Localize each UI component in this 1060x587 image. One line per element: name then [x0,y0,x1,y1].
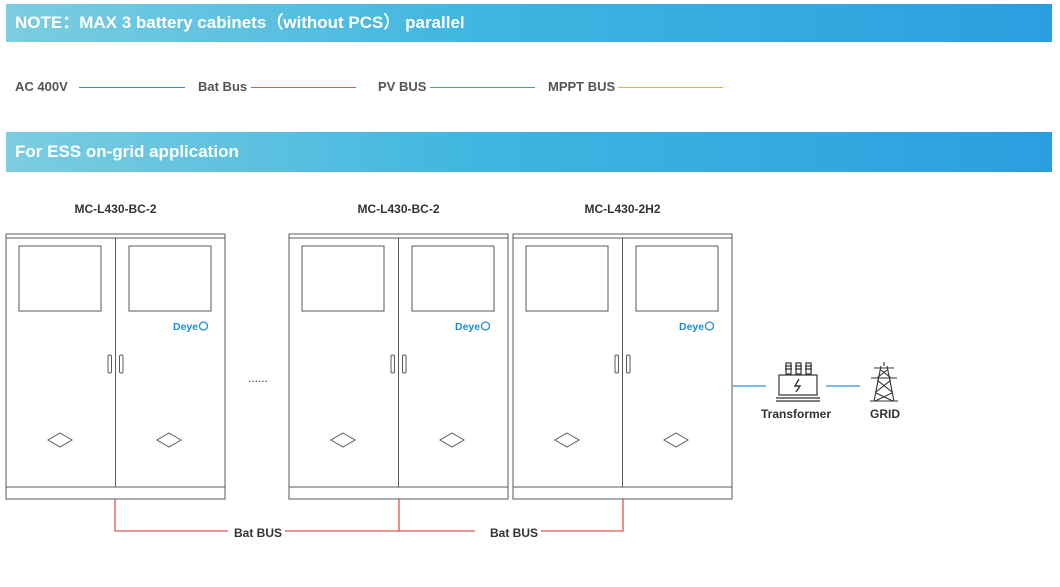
note-banner: NOTE：MAX 3 battery cabinets（without PCS）… [6,4,1052,42]
legend-line-ac [79,87,185,88]
transformer-icon [776,362,820,402]
legend-line-bat [251,87,356,88]
cabinet-1 [5,233,226,500]
legend-label-ac: AC 400V [15,79,68,94]
cabinet-2-title: MC-L430-BC-2 [357,202,440,216]
legend-label-mppt: MPPT BUS [548,79,616,94]
bat-bus-label-2: Bat BUS [490,526,539,540]
legend-label-bat: Bat Bus [198,79,248,94]
cabinet-3-title: MC-L430-2H2 [584,202,661,216]
svg-text:Deye: Deye [455,321,480,333]
svg-text:Deye: Deye [173,321,198,333]
bat-bus-wiring [114,499,624,532]
bat-bus-label-1: Bat BUS [234,526,283,540]
grid-tower-icon [870,362,898,402]
application-banner: For ESS on-grid application [6,132,1052,172]
ellipsis: ...... [248,371,269,385]
cabinet-2 [288,233,509,500]
legend-line-mppt [618,87,723,88]
svg-text:Deye: Deye [679,321,704,333]
grid-label: GRID [870,407,900,421]
cabinet-2-logo: Deye [455,321,491,333]
cabinet-3-logo: Deye [679,321,715,333]
legend-line-pv [430,87,535,88]
transformer-label: Transformer [761,407,832,421]
legend-label-pv: PV BUS [378,79,427,94]
cabinet-1-title: MC-L430-BC-2 [74,202,157,216]
cabinet-1-logo: Deye [173,321,209,333]
cabinet-3 [512,233,733,500]
